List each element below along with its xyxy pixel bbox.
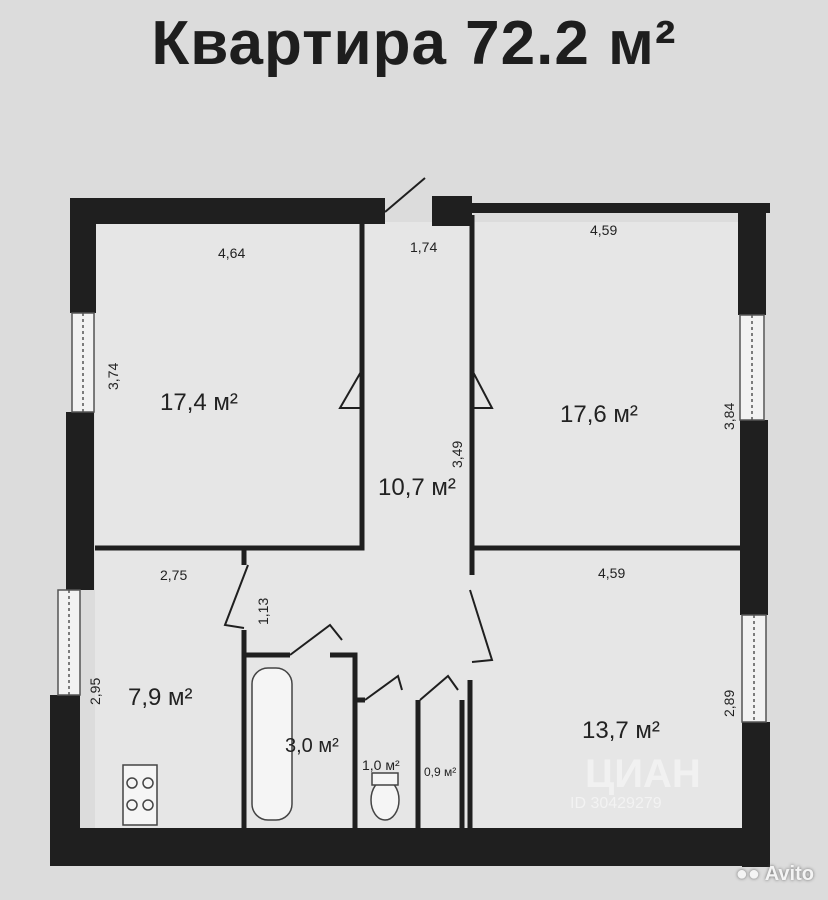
dim-hall-height: 3,49 bbox=[449, 441, 465, 468]
stove-icon bbox=[122, 764, 158, 826]
dim-top-right-width: 4,59 bbox=[590, 222, 617, 238]
avito-label: Avito bbox=[764, 863, 814, 885]
area-hall: 10,7 м² bbox=[378, 474, 456, 501]
cian-watermark: ЦИАН bbox=[585, 752, 701, 796]
windows bbox=[57, 312, 767, 723]
door-swings bbox=[223, 177, 494, 701]
area-toilet: 1,0 м² bbox=[362, 757, 400, 773]
page-title: Квартира 72.2 м² bbox=[151, 9, 677, 78]
dim-kitchen-height: 2,95 bbox=[87, 678, 103, 705]
dim-top-left-height: 3,74 bbox=[105, 363, 121, 390]
area-storage: 0,9 м² bbox=[424, 765, 456, 779]
dim-kitchen-door: 1,13 bbox=[255, 598, 271, 625]
bathtub-icon bbox=[251, 667, 293, 821]
dim-top-left-width: 4,64 bbox=[218, 245, 245, 261]
dim-bottom-right-height: 2,89 bbox=[721, 690, 737, 717]
area-room-top-right: 17,6 м² bbox=[560, 401, 638, 428]
area-bathroom: 3,0 м² bbox=[285, 735, 339, 757]
outer-walls bbox=[50, 196, 770, 867]
dim-top-right-height: 3,84 bbox=[721, 403, 737, 430]
interior-walls bbox=[95, 215, 740, 830]
toilet-icon bbox=[370, 779, 400, 821]
plan-floor bbox=[95, 222, 765, 834]
area-room-bottom-right: 13,7 м² bbox=[582, 717, 660, 744]
area-room-top-left: 17,4 м² bbox=[160, 389, 238, 416]
avito-logo-icon: ●● bbox=[735, 863, 760, 885]
dim-kitchen-width: 2,75 bbox=[160, 567, 187, 583]
cian-id-watermark: ID 30429279 bbox=[570, 795, 662, 812]
area-kitchen: 7,9 м² bbox=[128, 684, 193, 711]
dim-bottom-right-width: 4,59 bbox=[598, 565, 625, 581]
fixtures bbox=[122, 667, 400, 826]
dim-entrance-width: 1,74 bbox=[410, 239, 437, 255]
avito-watermark: ●● Avito bbox=[736, 863, 814, 886]
